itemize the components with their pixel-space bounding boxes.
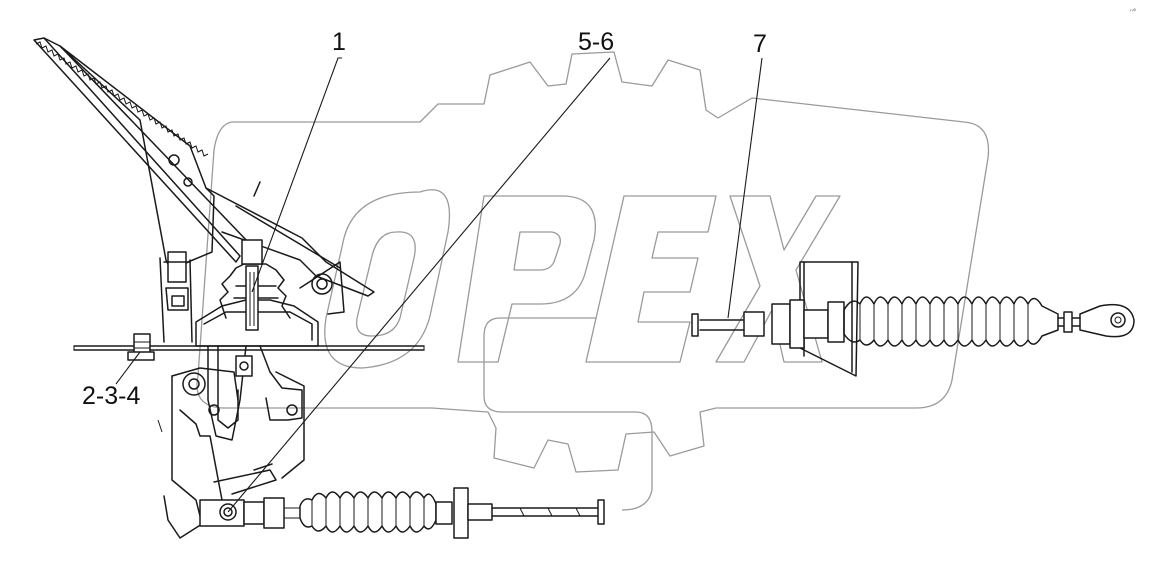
corner-mark: ⁿ° [1130, 8, 1136, 16]
watermark-letter-x [715, 195, 841, 363]
label-part-7: 7 [753, 30, 767, 58]
leader-7 [727, 57, 763, 319]
label-part-5-6: 5-6 [578, 28, 614, 56]
watermark-letter-p [457, 195, 596, 363]
leader-lines [115, 57, 763, 513]
pedal-arm [33, 37, 375, 315]
leader-2-3-4 [115, 351, 141, 385]
leader-5-6 [227, 57, 611, 513]
pedal-hole-upper [168, 154, 180, 166]
label-part-1: 1 [332, 28, 346, 56]
watermark-letter-e [585, 195, 717, 363]
label-part-2-3-4: 2-3-4 [82, 382, 140, 410]
watermark-gear-outline [196, 51, 990, 473]
pedal-hole-lower [183, 177, 193, 187]
lower-pivot-ring [182, 372, 206, 396]
leader-1 [251, 57, 342, 293]
lower-cable-assembly [199, 487, 605, 539]
master-cylinder-housing [195, 239, 319, 441]
upper-rod-end-eye [1079, 303, 1135, 338]
watermark-loop-line [483, 317, 653, 511]
upper-bellows-boot [843, 296, 1059, 347]
upper-cable-nut [789, 299, 805, 349]
watermark-letter-o [324, 189, 451, 369]
left-bracket [127, 251, 193, 361]
lower-cable-nut [453, 487, 469, 539]
lower-cable-end-block [199, 499, 245, 527]
upper-cable-assembly [691, 261, 1135, 377]
pivot-bushing [311, 273, 333, 295]
opex-watermark-logo [196, 51, 990, 511]
mounting-plate [73, 345, 425, 351]
